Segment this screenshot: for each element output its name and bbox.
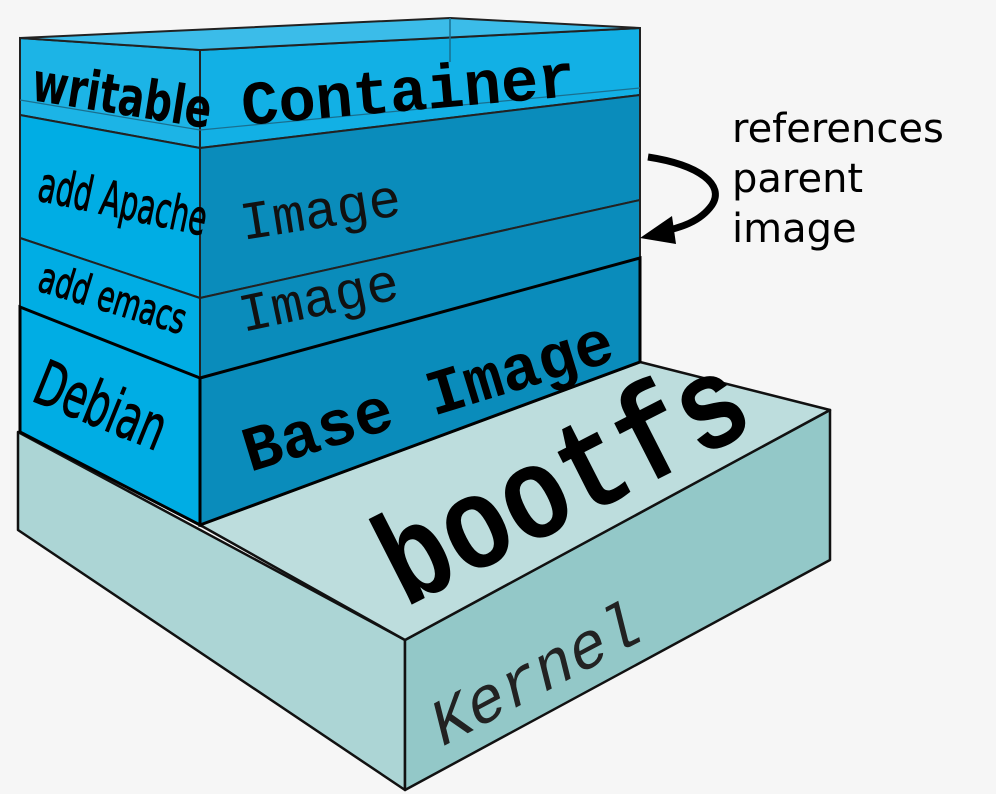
annotation-line-3: image <box>732 206 857 252</box>
base-front-face <box>198 256 642 528</box>
annotation-line-1: references <box>732 106 944 152</box>
container-inner-edge <box>19 87 641 131</box>
stack-left-faces <box>18 36 202 528</box>
references-arrow <box>640 153 719 244</box>
container-top-face <box>19 16 641 52</box>
annotation-line-2: parent <box>732 156 863 202</box>
curved-arrow-icon <box>647 153 719 236</box>
stack-front-faces <box>19 16 642 528</box>
arrowhead-icon <box>640 216 676 244</box>
bootfs-slab <box>16 360 832 792</box>
